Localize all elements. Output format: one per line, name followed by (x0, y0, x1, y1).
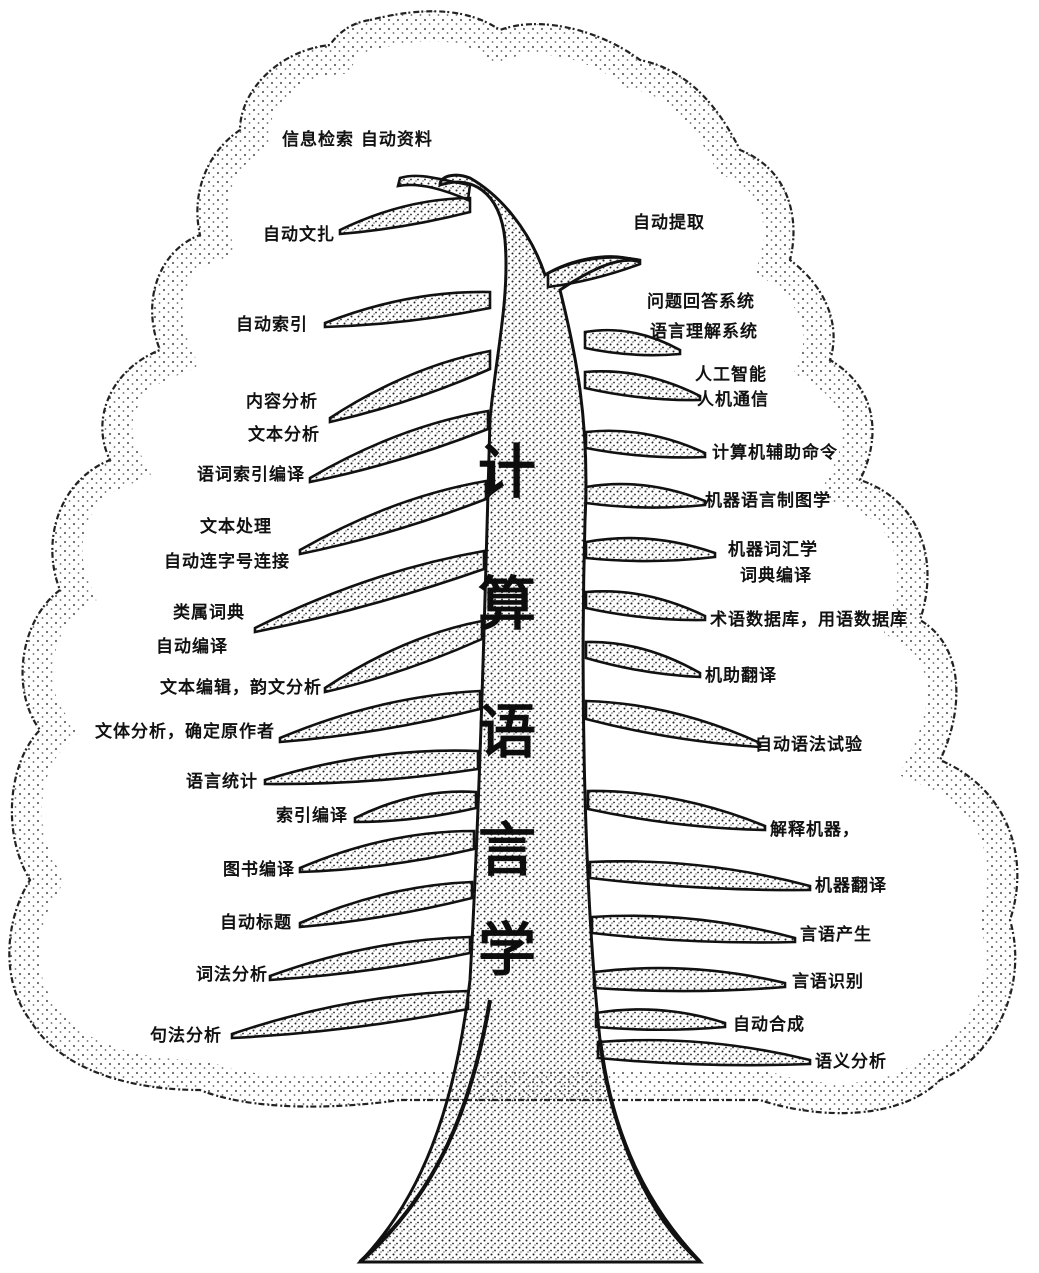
right-branch (585, 371, 700, 400)
left-branch (270, 937, 470, 980)
left-label: 词法分析 (196, 965, 268, 985)
left-label: 图书编译 (223, 860, 295, 880)
right-branch (590, 861, 810, 890)
title-char: 学 (475, 918, 539, 982)
right-branch (586, 538, 715, 561)
right-label: 人机通信 (697, 390, 769, 410)
right-label: 言语产生 (800, 925, 872, 945)
left-label: 自动连字号连接 (164, 552, 290, 572)
right-label: 自动提取 (633, 213, 705, 233)
left-label: 内容分析 (246, 392, 318, 412)
right-branch (586, 591, 705, 620)
left-label: 文本编辑，韵文分析 (160, 678, 322, 698)
right-label: 语言理解系统 (650, 322, 758, 342)
right-label: 机器语言制图学 (705, 491, 831, 511)
title-char: 语 (475, 700, 539, 764)
left-branch (355, 792, 476, 822)
right-branch (586, 431, 705, 458)
left-label: 文本分析 (248, 425, 320, 445)
left-label: 句法分析 (150, 1026, 222, 1046)
title-char: 算 (475, 572, 539, 636)
right-branch (592, 916, 795, 943)
right-label: 语义分析 (815, 1052, 887, 1072)
left-branch (265, 751, 478, 784)
title-char: 言 (475, 818, 539, 882)
left-label: 类属词典 (173, 603, 245, 623)
left-branch (325, 292, 490, 327)
right-label: 问题回答系统 (647, 292, 755, 312)
right-label: 自动合成 (733, 1015, 805, 1035)
right-branch (598, 1040, 810, 1065)
right-branch (548, 257, 640, 287)
left-label: 语言统计 (186, 772, 258, 792)
right-branch (586, 642, 700, 677)
left-branch (232, 991, 468, 1038)
left-label: 自动标题 (220, 913, 292, 933)
right-label: 自动语法试验 (755, 735, 863, 755)
left-label: 自动编译 (156, 637, 228, 657)
left-branch (330, 351, 490, 422)
title-char: 计 (475, 440, 539, 504)
left-label: 自动索引 (236, 315, 308, 335)
right-label: 机器词汇学 (728, 540, 818, 560)
left-branch (300, 882, 472, 927)
left-branch (300, 481, 486, 554)
left-branch (300, 831, 474, 872)
right-label: 人工智能 (695, 365, 767, 385)
right-label: 计算机辅助命令 (712, 443, 838, 463)
right-label: 词典编译 (740, 566, 812, 586)
right-label: 机助翻译 (705, 666, 777, 686)
right-label: 术语数据库，用语数据库 (710, 610, 908, 630)
crown-label: 信息检索 自动资料 (282, 130, 433, 150)
left-label: 文体分析，确定原作者 (95, 722, 275, 742)
left-label: 文本处理 (200, 517, 272, 537)
left-branch (340, 198, 470, 234)
right-label: 机器翻译 (815, 876, 887, 896)
left-branch (280, 691, 480, 742)
left-label: 语词索引编译 (197, 465, 305, 485)
right-label: 言语识别 (792, 972, 864, 992)
left-label: 索引编译 (276, 806, 348, 826)
right-branch (594, 968, 785, 991)
right-branch (596, 1009, 725, 1029)
right-branch (586, 484, 705, 508)
right-branch (588, 791, 765, 830)
right-branch (586, 701, 760, 747)
left-label: 自动文扎 (263, 225, 335, 245)
left-branch (325, 621, 482, 692)
right-label: 解释机器， (770, 820, 860, 840)
